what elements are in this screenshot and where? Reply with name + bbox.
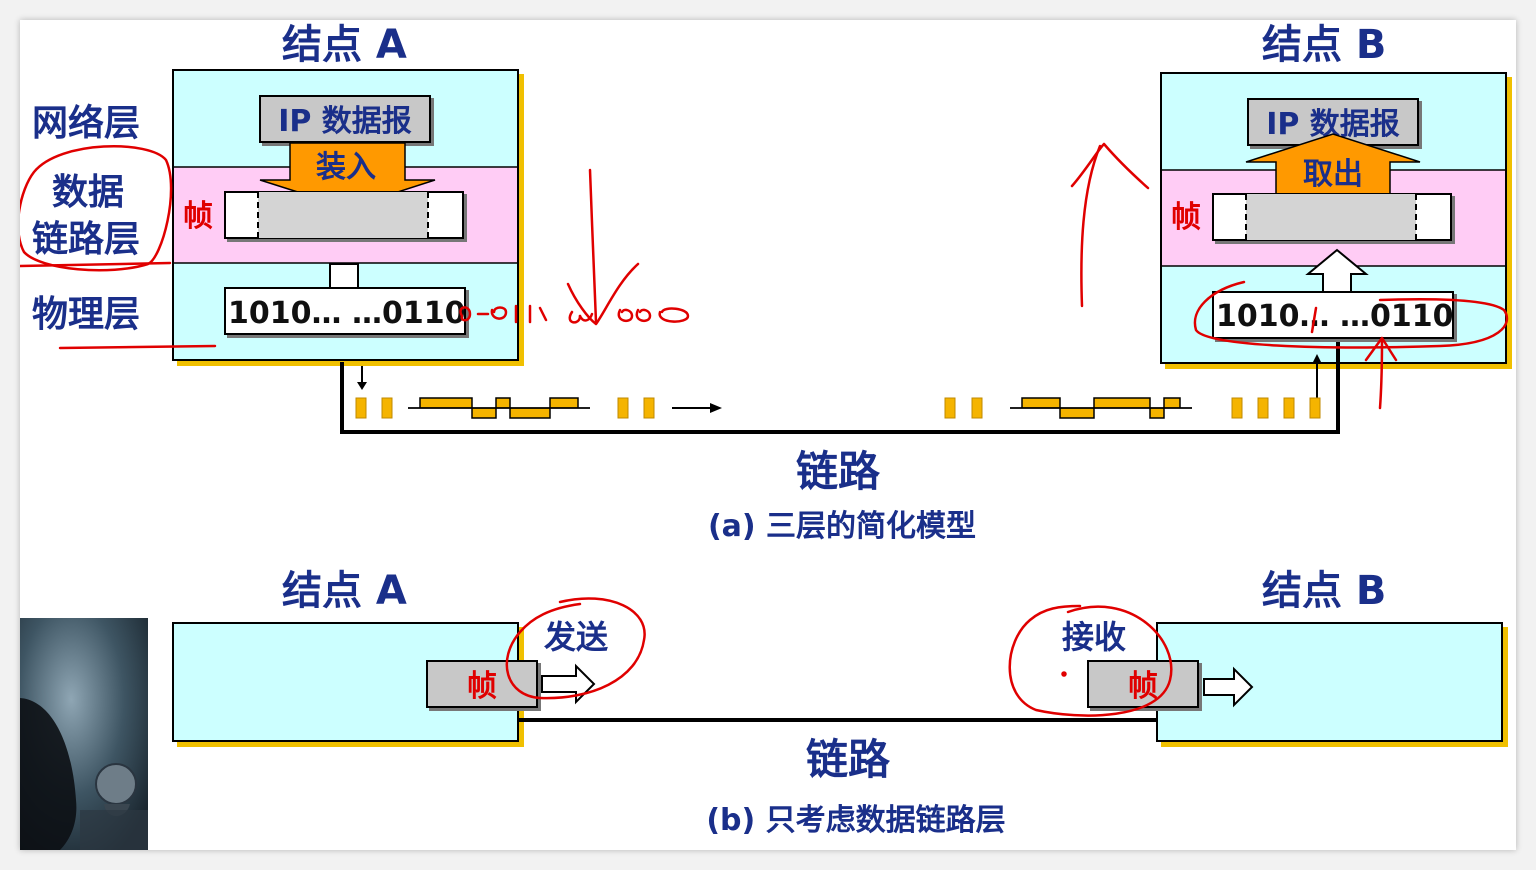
slide: 结点 A IP 数据报 装入 帧 1010… …0110 网络层 数据 链路层 … <box>20 20 1516 850</box>
node-b-title: 结点 B <box>1262 22 1386 68</box>
webcam-overlay <box>20 618 148 850</box>
deliver-arrow <box>1203 666 1254 708</box>
receive-label: 接收 <box>1062 618 1126 656</box>
pen-annotations <box>20 142 1509 717</box>
frame-label-receive: 帧 <box>1128 669 1158 704</box>
node-a-title: 结点 A <box>282 22 407 68</box>
node-a-title-b: 结点 A <box>282 568 407 614</box>
datalink-layer-label-2: 链路层 <box>32 219 140 260</box>
signal-bits <box>355 397 1321 419</box>
load-label: 装入 <box>316 150 376 185</box>
bits-a: 1010… …0110 <box>228 296 465 331</box>
physical-link-line <box>340 342 1340 434</box>
ip-datagram-box-a <box>259 95 431 143</box>
bits-box-a <box>224 287 466 335</box>
link-label-b: 链路 <box>806 735 891 784</box>
caption-b: (b) 只考虑数据链路层 <box>706 803 1005 838</box>
send-label: 发送 <box>544 618 608 656</box>
frame-box-send <box>426 660 538 708</box>
bits-b: 1010… …0110 <box>1216 299 1453 334</box>
node-b-title-b: 结点 B <box>1262 568 1386 614</box>
ip-datagram-label-a: IP 数据报 <box>278 104 412 139</box>
webcam-presenter-icon <box>95 763 137 805</box>
caption-a: (a) 三层的简化模型 <box>708 509 976 544</box>
frame-label-send: 帧 <box>467 669 497 704</box>
physical-layer-label: 物理层 <box>32 294 140 335</box>
datalink-layer-label-1: 数据 <box>52 172 124 213</box>
frame-label-a: 帧 <box>183 199 213 234</box>
frame-label-b: 帧 <box>1171 200 1201 235</box>
network-diagram: 结点 A IP 数据报 装入 帧 1010… …0110 网络层 数据 链路层 … <box>20 22 1509 850</box>
signal-waveform <box>408 397 1192 419</box>
network-layer-label: 网络层 <box>32 102 140 144</box>
link-label-a: 链路 <box>796 447 881 496</box>
extract-label: 取出 <box>1303 157 1363 192</box>
extract-up-arrow <box>1245 133 1421 199</box>
